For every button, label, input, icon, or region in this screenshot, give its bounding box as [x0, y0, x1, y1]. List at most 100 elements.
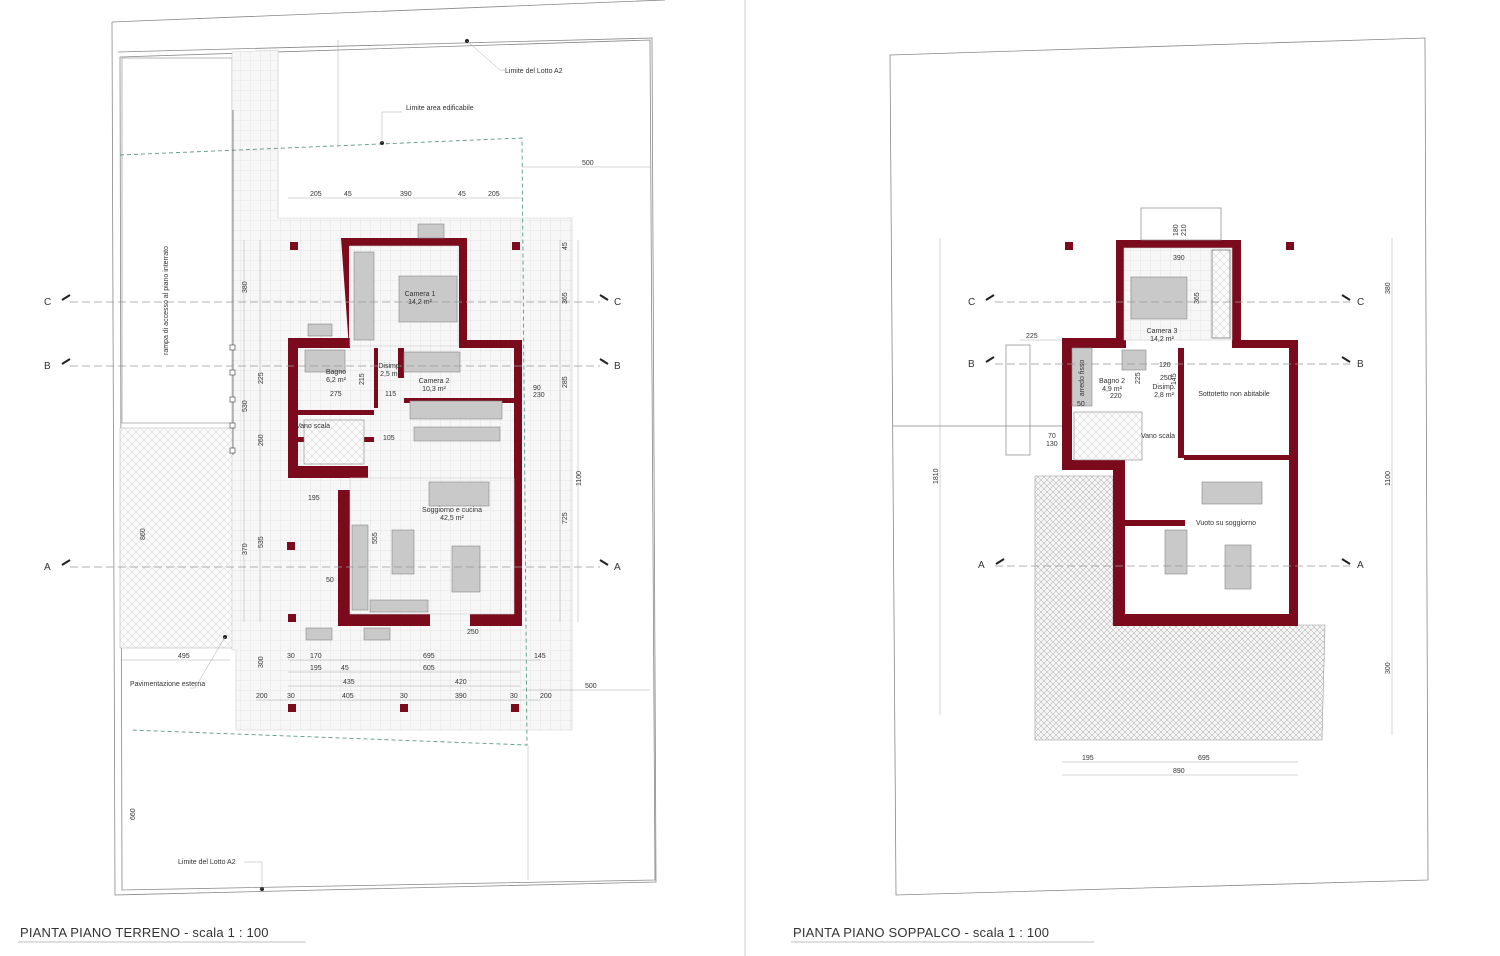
svg-text:30: 30 — [510, 693, 518, 700]
r-section-b-left: B — [968, 359, 975, 370]
svg-text:500: 500 — [585, 683, 597, 690]
soggiorno-area: 42,5 m² — [440, 515, 464, 522]
wardrobe-2 — [409, 400, 503, 420]
kitchen-counter-2 — [369, 599, 429, 613]
bed-1 — [398, 275, 458, 323]
svg-text:250: 250 — [1160, 375, 1172, 382]
sofa-2 — [428, 481, 490, 507]
vano-scala-label: Vano scala — [296, 423, 330, 430]
svg-text:45: 45 — [341, 665, 349, 672]
svg-text:250: 250 — [467, 629, 479, 636]
ground-floor-plan: C C B B A A Lim — [18, 0, 666, 943]
bagno-label: Bagno — [326, 369, 346, 376]
r-section-b-right: B — [1357, 359, 1364, 370]
section-markers — [61, 294, 609, 566]
right-dimension-texts: 390 365 225 120 220 50 70 130 1810 1100 … — [933, 224, 1392, 775]
arredo-label: arredo fisso — [1079, 360, 1086, 397]
svg-text:50: 50 — [326, 577, 334, 584]
r-section-c-left: C — [968, 297, 975, 308]
window-unit-bottom-1 — [305, 627, 333, 641]
svg-text:390: 390 — [455, 693, 467, 700]
svg-text:105: 105 — [383, 435, 395, 442]
ramp-label: rampa di accesso al piano interrato — [163, 246, 170, 355]
svg-text:30: 30 — [400, 693, 408, 700]
r-section-c-right: C — [1357, 297, 1364, 308]
fence-posts — [229, 110, 236, 455]
svg-text:230: 230 — [533, 392, 545, 399]
section-b-right: B — [614, 361, 621, 372]
svg-text:200: 200 — [540, 693, 552, 700]
svg-text:370: 370 — [242, 543, 249, 555]
vuoto-label: Vuoto su soggiorno — [1196, 520, 1256, 527]
svg-text:495: 495 — [178, 653, 190, 660]
svg-text:45: 45 — [344, 191, 352, 198]
r-section-a-right: A — [1357, 560, 1364, 571]
lot-limit-bottom-label: Limite del Lotto A2 — [178, 859, 236, 866]
svg-text:180: 180 — [1173, 224, 1180, 236]
svg-text:195: 195 — [310, 665, 322, 672]
svg-text:130: 130 — [1046, 441, 1058, 448]
svg-text:120: 120 — [1159, 362, 1171, 369]
svg-text:145: 145 — [534, 653, 546, 660]
dining-table — [451, 545, 481, 593]
wardrobe-1 — [353, 251, 375, 341]
svg-text:365: 365 — [562, 292, 569, 304]
soggiorno-label: Soggiorno e cucina — [422, 507, 482, 514]
section-c-left: C — [44, 297, 51, 308]
svg-text:275: 275 — [330, 391, 342, 398]
bagno-area: 6,2 m² — [326, 377, 347, 384]
svg-text:500: 500 — [582, 160, 594, 167]
svg-text:1810: 1810 — [933, 468, 940, 484]
buildable-area-label: Limite area edificabile — [406, 105, 474, 112]
svg-text:390: 390 — [1173, 255, 1185, 262]
r-vano-scala-label: Vano scala — [1141, 433, 1175, 440]
svg-text:535: 535 — [258, 536, 265, 548]
void-island — [1164, 529, 1188, 575]
right-section-markers — [985, 294, 1351, 565]
bath2-fixtures — [1121, 349, 1147, 371]
svg-text:210: 210 — [1181, 224, 1188, 236]
fixed-furniture — [1071, 347, 1093, 407]
terrace-paving — [1034, 475, 1326, 741]
camera1-area: 14,2 m² — [408, 299, 432, 306]
svg-text:205: 205 — [488, 191, 500, 198]
right-pillars — [1065, 242, 1294, 250]
dimension-lines — [120, 40, 650, 880]
pillars — [287, 242, 520, 712]
bed-3 — [1130, 276, 1188, 320]
r-disimp-area: 2,8 m² — [1154, 392, 1175, 399]
external-stair — [1005, 344, 1031, 456]
section-b-left: B — [44, 361, 51, 372]
stairs — [303, 419, 365, 465]
svg-text:30: 30 — [287, 693, 295, 700]
svg-text:200: 200 — [256, 693, 268, 700]
section-c-right: C — [614, 297, 621, 308]
svg-text:195: 195 — [308, 495, 320, 502]
dimension-texts: 205 45 390 45 205 30 170 695 145 195 45 … — [130, 160, 597, 820]
svg-text:220: 220 — [1110, 393, 1122, 400]
svg-text:225: 225 — [1135, 372, 1142, 384]
window-unit-left — [307, 323, 333, 337]
bed-2 — [403, 351, 461, 373]
svg-text:695: 695 — [423, 653, 435, 660]
svg-text:555: 555 — [372, 532, 379, 544]
right-dimension-lines — [939, 238, 1393, 776]
svg-text:225: 225 — [258, 372, 265, 384]
svg-text:195: 195 — [1082, 755, 1094, 762]
svg-text:890: 890 — [1173, 768, 1185, 775]
svg-text:260: 260 — [258, 434, 265, 446]
svg-text:70: 70 — [1048, 433, 1056, 440]
bagno2-area: 4,9 m² — [1102, 386, 1123, 393]
disimp-label: Disimp. — [378, 363, 401, 370]
svg-text:405: 405 — [342, 693, 354, 700]
svg-text:45: 45 — [562, 242, 569, 250]
wardrobe-3 — [1211, 249, 1231, 339]
lot-boundary — [111, 0, 666, 896]
sofa — [413, 426, 501, 442]
mezzanine-plan: C C B B A A Camera 3 14,2 m² Bagno 2 4,9… — [791, 37, 1429, 943]
svg-text:30: 30 — [287, 653, 295, 660]
right-building-walls — [1062, 240, 1298, 626]
ramp-area — [121, 57, 233, 424]
svg-text:205: 205 — [310, 191, 322, 198]
